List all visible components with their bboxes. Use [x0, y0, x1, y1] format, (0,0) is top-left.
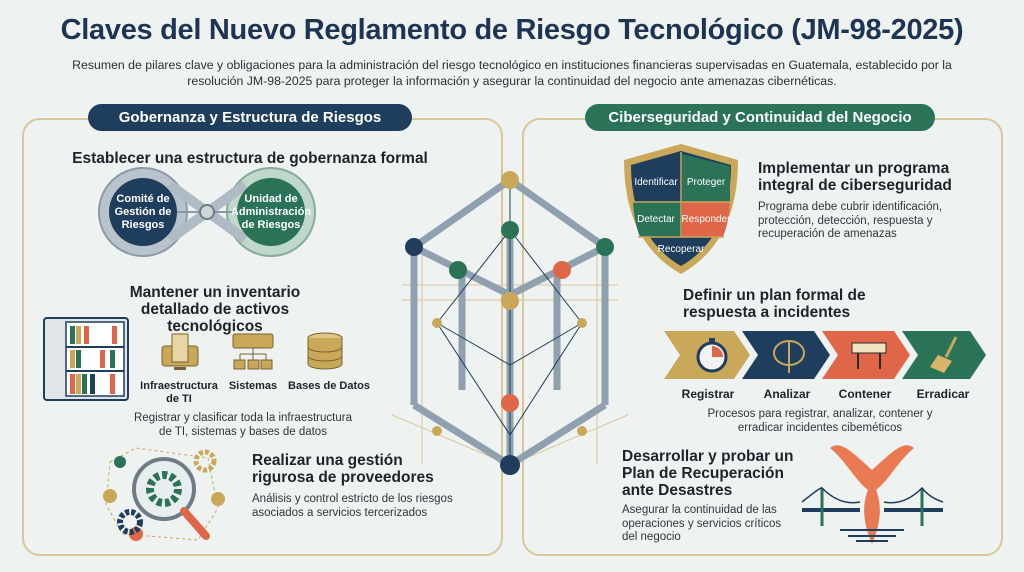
vendors-description: Análisis y control estricto de los riesg… — [252, 493, 453, 519]
inventory-item-systems: Sistemas — [228, 380, 278, 392]
inventory-item-infrastructure: Infraestructura de TI — [140, 380, 218, 405]
circle2-line: de Riesgos — [241, 219, 301, 231]
shield-label-respond: Responder — [682, 214, 732, 225]
chevron-analyze — [742, 331, 830, 379]
shield-label-identify: Identificar — [634, 177, 678, 188]
pavilion-nodes — [405, 171, 614, 475]
committee-circle-label: Comité de Gestión de Riesgos — [103, 193, 183, 232]
incident-description: Procesos para registrar, analizar, conte… — [707, 408, 933, 434]
phoenix-bridge-icon — [801, 445, 944, 544]
shield-label-recover: Recoperar — [658, 244, 705, 255]
circle1-line: Comité de — [116, 193, 170, 205]
barrier-icon — [851, 342, 887, 369]
governance-header: Gobernanza y Estructura de Riesgos — [88, 104, 412, 131]
inventory-item-databases: Bases de Datos — [288, 380, 370, 392]
drp-block: Desarrollar y probar un Plan de Recupera… — [622, 448, 798, 545]
cyber-heading: Implementar un programa integral de cibe… — [758, 160, 952, 194]
vendor-magnifier-gears-icon — [103, 447, 225, 541]
inventory-heading: Mantener un inventario detallado de acti… — [129, 284, 301, 335]
circle2-line: Administración — [230, 206, 312, 218]
governance-infinity-diagram — [98, 167, 316, 257]
shield-labels: Identificar Proteger Detectar Responder … — [634, 177, 732, 255]
vendors-block: Realizar una gestión rigurosa de proveed… — [252, 452, 467, 520]
governance-heading: Establecer una estructura de gobernanza … — [72, 150, 428, 167]
vendors-heading: Realizar una gestión rigurosa de proveed… — [252, 452, 434, 486]
database-icon — [307, 332, 343, 370]
shield-label-detect: Detectar — [637, 214, 675, 225]
infrastructure-monitor-icon — [161, 333, 199, 370]
cyber-description: Programa debe cubrir identificación, pro… — [758, 201, 943, 240]
chevron-eradicate — [902, 331, 986, 379]
bookshelf-icon — [43, 317, 129, 401]
drp-heading: Desarrollar y probar un Plan de Recupera… — [622, 448, 794, 499]
systems-network-icon — [232, 333, 274, 370]
chevron-contain — [822, 331, 910, 379]
circle1-line: Gestión de — [114, 206, 172, 218]
step-label-register: Registrar — [681, 387, 735, 401]
incident-heading: Definir un plan formal de respuesta a in… — [683, 287, 866, 321]
step-label-contain: Contener — [838, 387, 892, 401]
brain-icon — [773, 340, 805, 373]
unit-circle-label: Unidad de Administración de Riesgos — [224, 193, 318, 232]
cybersecurity-header: Ciberseguridad y Continuidad del Negocio — [585, 104, 935, 131]
broom-icon — [930, 336, 958, 373]
stopwatch-icon — [696, 338, 728, 373]
nist-shield-icon — [624, 144, 738, 274]
central-pavilion-illustration — [392, 171, 628, 475]
drp-description: Asegurar la continuidad de las operacion… — [622, 504, 782, 543]
step-label-eradicate: Erradicar — [916, 387, 970, 401]
page-subtitle: Resumen de pilares clave y obligaciones … — [72, 58, 952, 88]
step-label-analyze: Analizar — [763, 387, 811, 401]
circle1-line: Riesgos — [121, 219, 165, 231]
page-title: Claves del Nuevo Reglamento de Riesgo Te… — [60, 14, 964, 46]
shield-label-protect: Proteger — [687, 177, 726, 188]
inventory-description: Registrar y clasificar toda la infraestr… — [134, 412, 352, 438]
cyber-block: Implementar un programa integral de cibe… — [758, 160, 996, 242]
incident-process-chevrons — [664, 331, 986, 379]
circle2-line: Unidad de — [244, 193, 298, 205]
